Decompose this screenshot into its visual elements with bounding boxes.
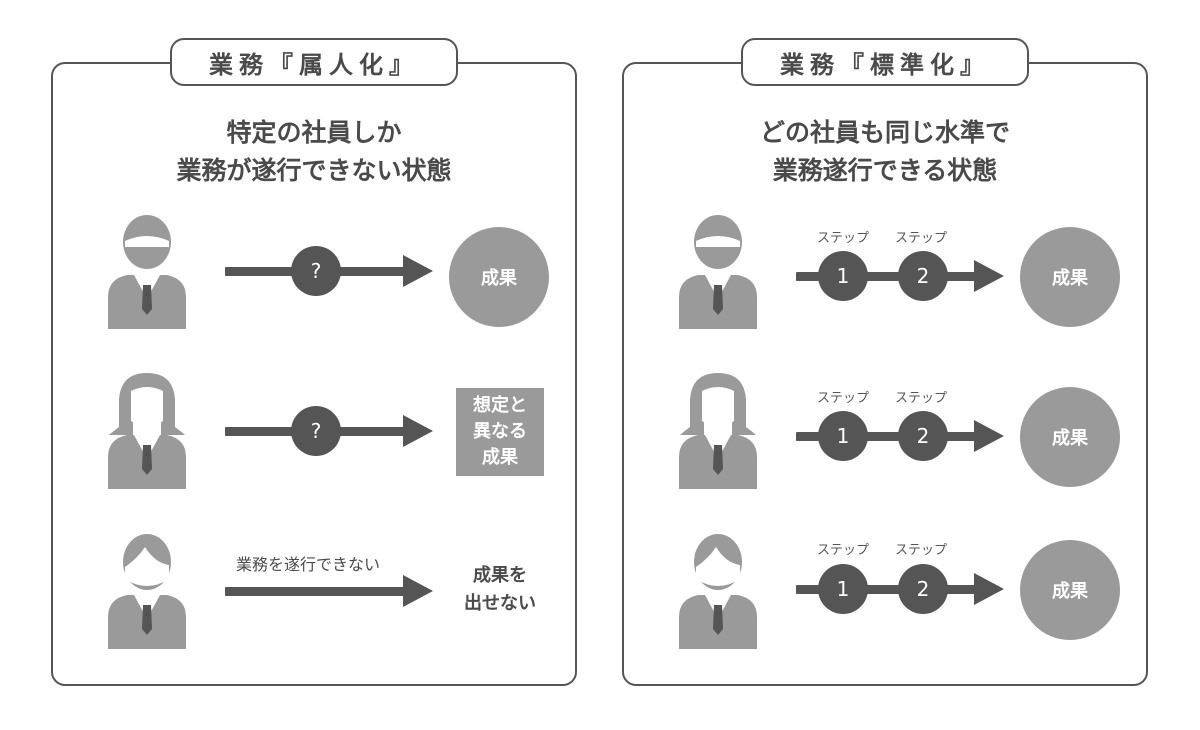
- unexpected-result-box: 想定と 異なる 成果: [456, 388, 544, 476]
- row-2: ステップ ステップ 1 2 成果: [624, 369, 1146, 489]
- result-circle: 成果: [1020, 540, 1120, 640]
- panel-title: 業務『属人化』: [170, 38, 458, 86]
- unknown-marker: ?: [291, 406, 341, 456]
- step-1-circle: 1: [818, 251, 868, 301]
- process-arrow: [796, 272, 978, 281]
- result-line: 成果を: [473, 565, 527, 586]
- row-3: 業務を遂行できない 成果を 出せない: [53, 529, 575, 649]
- unknown-marker: ?: [291, 246, 341, 296]
- subtitle-line-2: 業務遂行できる状態: [772, 156, 998, 185]
- arrow-head: [974, 420, 1004, 452]
- result-line: 異なる: [473, 421, 527, 442]
- result-line: 出せない: [464, 593, 536, 614]
- result-circle: 成果: [449, 227, 549, 327]
- process-arrow: [796, 432, 978, 441]
- man-mustache-icon: [108, 215, 186, 329]
- result-line: 成果: [482, 447, 518, 468]
- step-1-label: ステップ: [816, 231, 869, 246]
- personalization-panel: 業務『属人化』 特定の社員しか 業務が遂行できない状態 ? 成果 ?: [51, 38, 577, 686]
- man-side-hair-icon: [108, 534, 186, 649]
- row-3: ステップ ステップ 1 2 成果: [624, 529, 1146, 649]
- subtitle-line-1: 特定の社員しか: [226, 118, 402, 147]
- step-2-circle: 2: [898, 564, 948, 614]
- step-2-circle: 2: [898, 411, 948, 461]
- row-1: ? 成果: [53, 209, 575, 329]
- step-1-circle: 1: [818, 564, 868, 614]
- woman-long-hair-icon: [679, 373, 757, 489]
- failure-caption: 業務を遂行できない: [236, 555, 381, 574]
- man-mustache-icon: [679, 215, 757, 329]
- step-1-label: ステップ: [816, 391, 869, 406]
- arrow-head: [974, 260, 1004, 292]
- arrow-head: [403, 415, 433, 447]
- panel-title: 業務『標準化』: [741, 38, 1029, 86]
- arrow-head: [974, 573, 1004, 605]
- no-result-text: 成果を 出せない: [450, 562, 550, 618]
- process-arrow: [796, 585, 978, 594]
- result-line: 想定と: [473, 395, 527, 416]
- step-1-label: ステップ: [816, 543, 869, 558]
- step-2-label: ステップ: [894, 543, 947, 558]
- result-circle: 成果: [1020, 227, 1120, 327]
- result-circle: 成果: [1020, 387, 1120, 487]
- step-1-circle: 1: [818, 411, 868, 461]
- step-2-label: ステップ: [894, 231, 947, 246]
- step-2-label: ステップ: [894, 391, 947, 406]
- row-2: ? 想定と 異なる 成果: [53, 369, 575, 489]
- subtitle-line-1: どの社員も同じ水準で: [759, 118, 1010, 147]
- subtitle-line-2: 業務が遂行できない状態: [176, 156, 452, 185]
- woman-long-hair-icon: [108, 373, 186, 489]
- arrow-head: [403, 575, 433, 607]
- process-arrow: [225, 587, 407, 596]
- arrow-head: [403, 255, 433, 287]
- panel-subtitle: 特定の社員しか 業務が遂行できない状態: [53, 114, 575, 190]
- row-1: ステップ ステップ 1 2 成果: [624, 209, 1146, 329]
- standardization-panel: 業務『標準化』 どの社員も同じ水準で 業務遂行できる状態 ステップ ステップ 1…: [622, 38, 1148, 686]
- panel-subtitle: どの社員も同じ水準で 業務遂行できる状態: [624, 114, 1146, 190]
- step-2-circle: 2: [898, 251, 948, 301]
- man-side-hair-icon: [679, 534, 757, 649]
